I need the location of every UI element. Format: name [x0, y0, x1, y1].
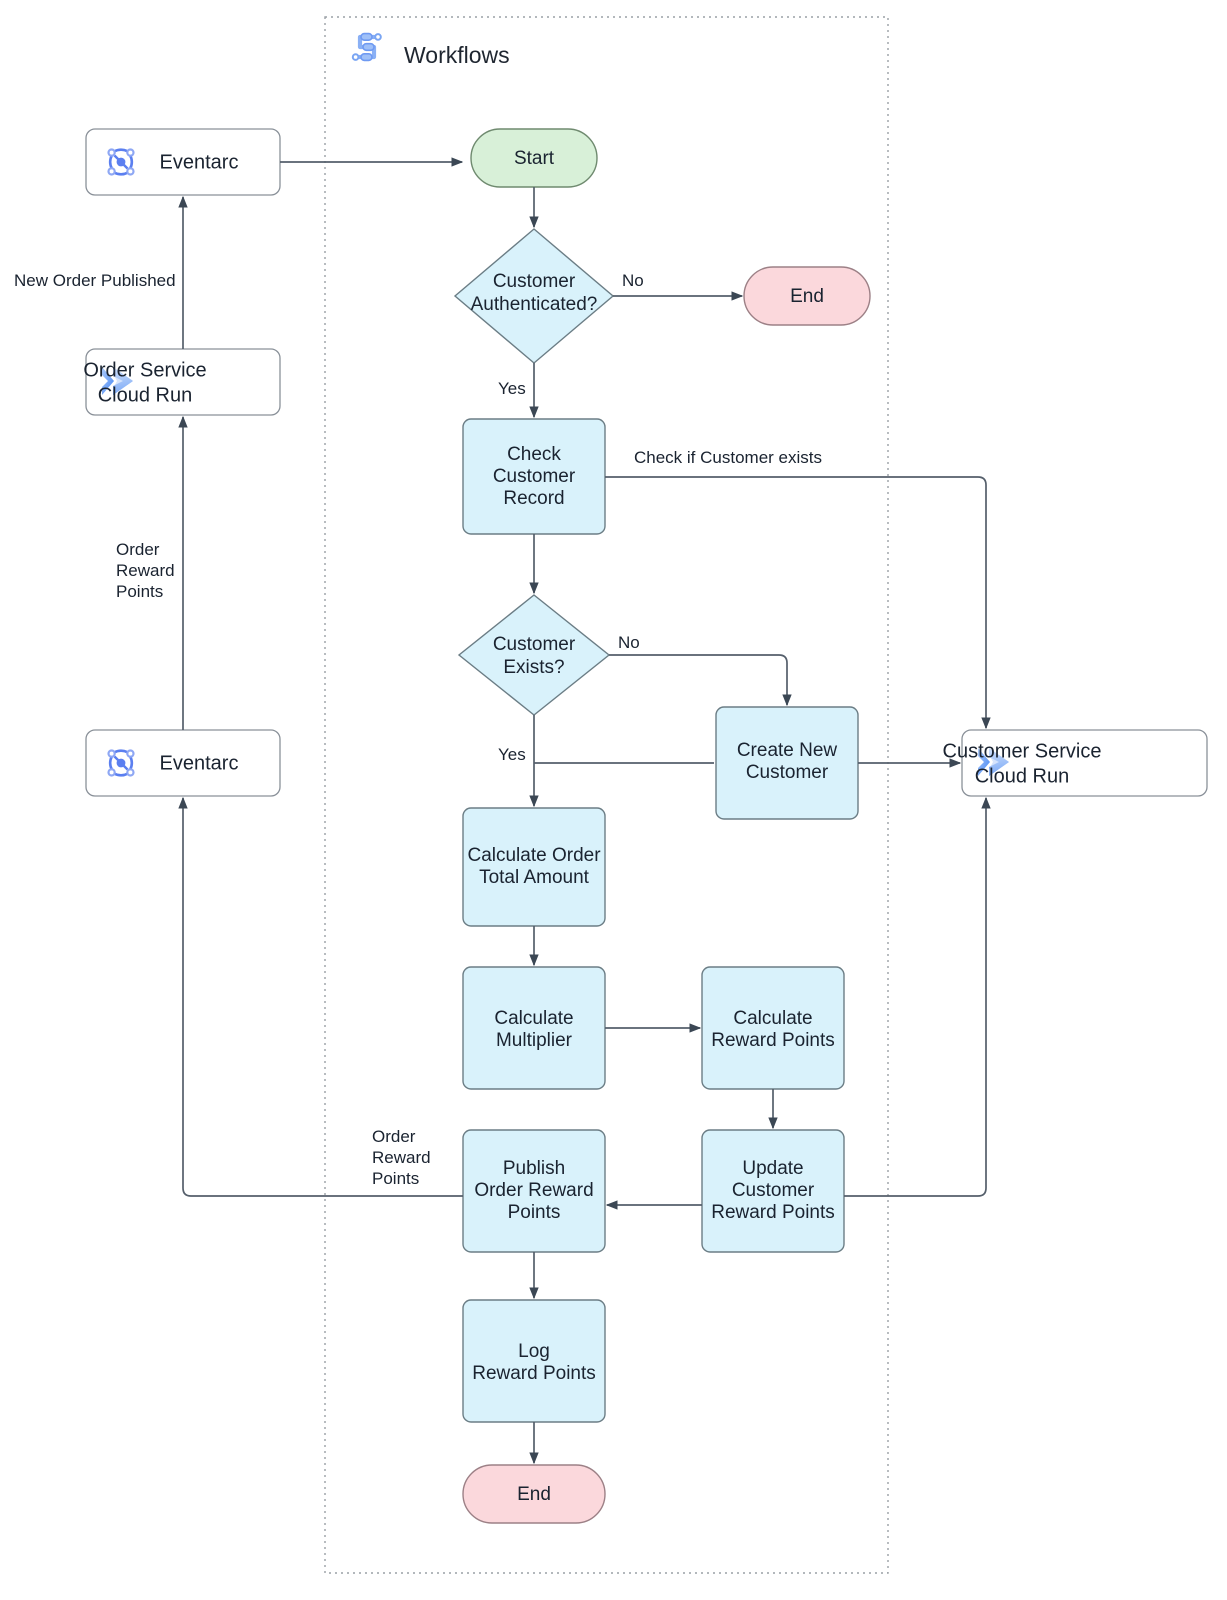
node-check-customer-record[interactable]: Check Customer Record — [462, 418, 606, 535]
edge-label-order-reward-left-l2: Reward — [116, 561, 175, 580]
edge-label-check-if-customer-exists: Check if Customer exists — [634, 448, 822, 467]
node-calculate-order-total-line1: Calculate Order — [467, 845, 601, 866]
node-customer-authenticated[interactable]: Customer Authenticated? — [453, 228, 615, 364]
node-end-auth-fail[interactable]: End — [743, 266, 871, 326]
edge-update-customer-to-customer-service — [844, 796, 991, 1197]
node-customer-authenticated-line1: Customer — [493, 271, 576, 292]
workflows-group-header: Workflows — [353, 34, 510, 68]
node-customer-exists-line2: Exists? — [503, 657, 564, 678]
node-check-customer-record-line3: Record — [503, 488, 564, 509]
workflows-icon — [353, 34, 381, 61]
node-log-reward-points[interactable]: Log Reward Points — [462, 1299, 606, 1423]
workflows-group-label: Workflows — [404, 42, 510, 68]
service-order-service-line2: Cloud Run — [98, 384, 193, 406]
service-customer-service-line2: Cloud Run — [975, 765, 1070, 787]
edge-label-publish-order-l2: Reward — [372, 1148, 431, 1167]
edge-label-publish-order-l1: Order — [372, 1127, 416, 1146]
node-log-reward-points-line1: Log — [518, 1341, 550, 1362]
edge-check-record-to-customer-service — [605, 476, 991, 730]
node-calculate-order-total-line2: Total Amount — [479, 867, 590, 888]
node-check-customer-record-line1: Check — [507, 444, 561, 465]
node-end-final-label: End — [517, 1484, 551, 1505]
node-publish-order-reward-points-line3: Points — [508, 1202, 561, 1223]
node-calculate-multiplier-line2: Multiplier — [496, 1030, 573, 1051]
node-create-new-customer-line2: Customer — [746, 762, 829, 783]
service-eventarc-bottom-label: Eventarc — [160, 752, 239, 774]
node-log-reward-points-line2: Reward Points — [472, 1363, 596, 1384]
node-create-new-customer[interactable]: Create New Customer — [715, 706, 859, 820]
node-publish-order-reward-points[interactable]: Publish Order Reward Points — [462, 1129, 606, 1253]
node-create-new-customer-line1: Create New — [737, 740, 838, 761]
node-end-auth-fail-label: End — [790, 286, 824, 307]
node-calculate-reward-points-line2: Reward Points — [711, 1030, 835, 1051]
edge-publish-to-eventarc-bottom — [178, 796, 463, 1197]
node-start-label: Start — [514, 148, 555, 169]
service-eventarc-top[interactable]: Eventarc — [85, 128, 281, 196]
edge-label-new-order-published: New Order Published — [14, 271, 176, 290]
node-customer-authenticated-line2: Authenticated? — [471, 294, 598, 315]
node-calculate-reward-points[interactable]: Calculate Reward Points — [701, 966, 845, 1090]
edge-label-auth-no: No — [622, 271, 644, 290]
node-update-customer-reward-points[interactable]: Update Customer Reward Points — [701, 1129, 845, 1253]
node-update-customer-reward-points-line2: Customer — [732, 1180, 815, 1201]
node-end-final[interactable]: End — [462, 1464, 606, 1524]
edge-label-auth-yes: Yes — [498, 379, 526, 398]
node-publish-order-reward-points-line1: Publish — [503, 1158, 565, 1179]
node-check-customer-record-line2: Customer — [493, 466, 576, 487]
edge-label-publish-order-l3: Points — [372, 1169, 419, 1188]
node-calculate-multiplier-line1: Calculate — [494, 1008, 573, 1029]
service-customer-service-cloud-run[interactable]: Customer Service Cloud Run — [943, 729, 1208, 797]
node-calculate-order-total[interactable]: Calculate Order Total Amount — [462, 807, 606, 927]
service-customer-service-line1: Customer Service — [943, 740, 1102, 762]
node-customer-exists-line1: Customer — [493, 634, 576, 655]
edge-customer-exists-no-to-create — [609, 654, 792, 707]
edge-label-order-reward-left-l1: Order — [116, 540, 160, 559]
edge-label-exists-yes: Yes — [498, 745, 526, 764]
workflows-group-boundary — [324, 16, 889, 1574]
node-publish-order-reward-points-line2: Order Reward — [474, 1180, 593, 1201]
service-order-service-cloud-run[interactable]: Order Service Cloud Run — [83, 348, 281, 416]
node-customer-exists[interactable]: Customer Exists? — [457, 594, 611, 716]
service-order-service-line1: Order Service — [83, 359, 206, 381]
node-update-customer-reward-points-line3: Reward Points — [711, 1202, 835, 1223]
edge-label-order-reward-left-l3: Points — [116, 582, 163, 601]
node-start[interactable]: Start — [470, 128, 598, 188]
service-eventarc-top-label: Eventarc — [160, 151, 239, 173]
service-eventarc-bottom[interactable]: Eventarc — [85, 729, 281, 797]
node-calculate-reward-points-line1: Calculate — [733, 1008, 812, 1029]
node-calculate-multiplier[interactable]: Calculate Multiplier — [462, 966, 606, 1090]
edge-label-exists-no: No — [618, 633, 640, 652]
node-update-customer-reward-points-line1: Update — [742, 1158, 803, 1179]
